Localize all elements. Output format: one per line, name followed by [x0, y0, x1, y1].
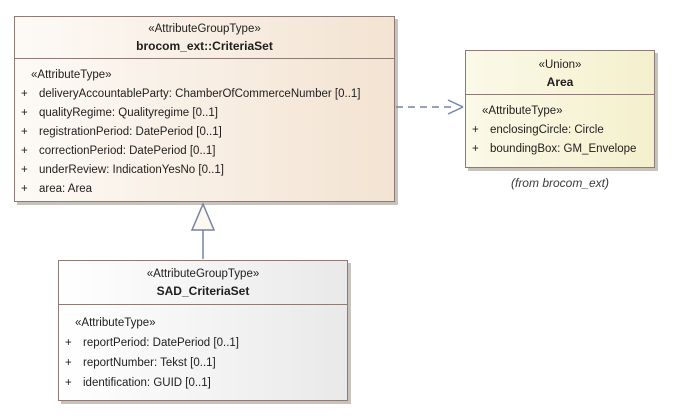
attribute-text: qualityRegime: Qualityregime [0..1]: [39, 107, 218, 119]
attribute-row: + qualityRegime: Qualityregime [0..1]: [21, 104, 391, 123]
attribute-row: + boundingBox: GM_Envelope: [472, 140, 651, 159]
attribute-row: + identification: GUID [0..1]: [65, 373, 344, 393]
visibility-marker: +: [21, 107, 28, 119]
attribute-text: enclosingCircle: Circle: [490, 124, 604, 136]
class-name: SAD_CriteriaSet: [156, 284, 250, 298]
attributes-compartment: «AttributeType» + deliveryAccountablePar…: [15, 59, 394, 201]
visibility-marker: +: [21, 88, 28, 100]
visibility-marker: +: [21, 145, 28, 157]
attribute-row: + area: Area: [21, 180, 391, 199]
class-header: «AttributeGroupType» brocom_ext::Criteri…: [15, 17, 394, 59]
attribute-row: + reportNumber: Tekst [0..1]: [65, 353, 344, 373]
attribute-text: boundingBox: GM_Envelope: [490, 143, 637, 155]
attribute-text: correctionPeriod: DatePeriod [0..1]: [39, 145, 216, 157]
attributes-compartment: «AttributeType» + enclosingCircle: Circl…: [466, 95, 654, 167]
class-brocom-ext-criteriaset[interactable]: «AttributeGroupType» brocom_ext::Criteri…: [14, 16, 395, 202]
dependency-arrow: [396, 99, 464, 115]
attribute-text: deliveryAccountableParty: ChamberOfComme…: [39, 88, 361, 100]
attribute-text: registrationPeriod: DatePeriod [0..1]: [39, 126, 222, 138]
visibility-marker: +: [65, 357, 72, 369]
class-name: brocom_ext::CriteriaSet: [136, 39, 273, 53]
visibility-marker: +: [21, 183, 28, 195]
attribute-section-label: «AttributeType»: [482, 105, 563, 117]
attribute-section-label: «AttributeType»: [75, 317, 156, 329]
attribute-row: + underReview: IndicationYesNo [0..1]: [21, 161, 391, 180]
attribute-text: reportNumber: Tekst [0..1]: [83, 357, 216, 369]
attribute-row: + enclosingCircle: Circle: [472, 121, 651, 140]
attribute-text: area: Area: [39, 183, 93, 195]
attribute-row: + correctionPeriod: DatePeriod [0..1]: [21, 142, 391, 161]
attribute-row: + deliveryAccountableParty: ChamberOfCom…: [21, 85, 391, 104]
class-area[interactable]: «Union» Area «AttributeType» + enclosing…: [465, 50, 655, 168]
class-header: «Union» Area: [466, 51, 654, 95]
generalization-hollow-triangle-icon: [190, 202, 216, 231]
attribute-section-label: «AttributeType»: [31, 69, 112, 81]
class-stereotype: «Union»: [538, 59, 582, 71]
attribute-row: + registrationPeriod: DatePeriod [0..1]: [21, 123, 391, 142]
attribute-text: reportPeriod: DatePeriod [0..1]: [83, 337, 239, 349]
class-stereotype: «AttributeGroupType»: [148, 23, 261, 35]
attribute-text: underReview: IndicationYesNo [0..1]: [39, 164, 224, 176]
visibility-marker: +: [65, 377, 72, 389]
class-stereotype: «AttributeGroupType»: [146, 268, 260, 280]
attribute-text: identification: GUID [0..1]: [83, 377, 211, 389]
class-header: «AttributeGroupType» SAD_CriteriaSet: [59, 261, 347, 305]
attribute-row: + reportPeriod: DatePeriod [0..1]: [65, 333, 344, 353]
attributes-compartment: «AttributeType» + reportPeriod: DatePeri…: [59, 305, 347, 400]
class-sad-criteriaset[interactable]: «AttributeGroupType» SAD_CriteriaSet «At…: [58, 260, 348, 401]
generalization-arrow: [190, 202, 216, 259]
visibility-marker: +: [472, 143, 479, 155]
area-origin-note: (from brocom_ext): [510, 176, 610, 190]
visibility-marker: +: [472, 124, 479, 136]
visibility-marker: +: [21, 126, 28, 138]
visibility-marker: +: [21, 164, 28, 176]
visibility-marker: +: [65, 337, 72, 349]
class-name: Area: [546, 75, 574, 89]
dependency-open-arrowhead-icon: [447, 99, 464, 115]
